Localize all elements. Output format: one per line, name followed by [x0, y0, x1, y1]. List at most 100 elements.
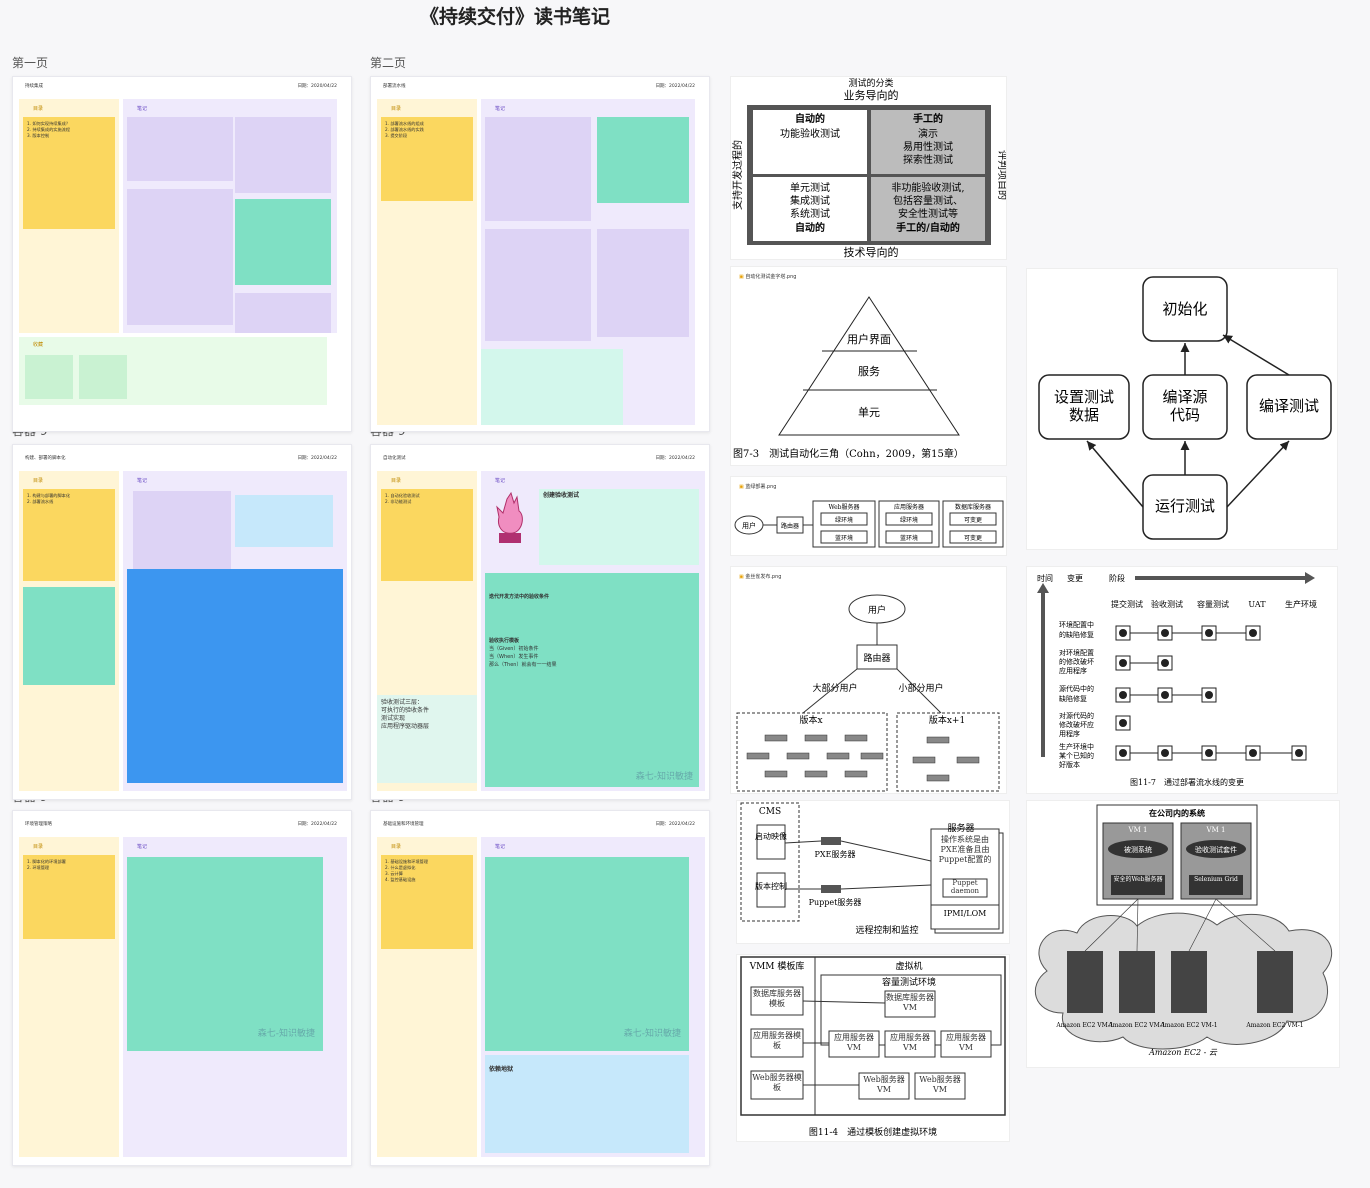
diagram-label: Amazon EC2 VM-1	[1245, 1022, 1303, 1029]
quadrant-title: 测试的分类	[848, 77, 893, 89]
note-sticky[interactable]	[235, 293, 331, 333]
note-card-3[interactable]: 构建、部署的脚本化 日期：2022/04/22 目录 1. 构建与部署的脚本化 …	[12, 444, 352, 800]
diagram-label: Amazon EC2 - 云	[1148, 1048, 1218, 1057]
note-sticky[interactable]	[235, 495, 333, 547]
diagram-label: 应用服务器模板	[753, 1031, 801, 1050]
fav-sticky[interactable]	[79, 355, 127, 399]
card-date: 日期：2020/04/22	[297, 84, 337, 89]
note-sticky[interactable]	[597, 117, 689, 203]
section-label-page2: 第二页	[370, 56, 407, 70]
note-card-1[interactable]: 持续集成 日期：2020/04/22 目录 1. 如何实现持续集成？ 2. 持续…	[12, 76, 352, 432]
card-header: 基础设施和环境管理	[383, 822, 424, 827]
directory-sticky[interactable]: 1. 如何实现持续集成？ 2. 持续集成的实施流程 3. 版本控制	[23, 117, 115, 229]
diagram-label: 在公司内的系统	[1149, 808, 1205, 818]
note-card-2[interactable]: 部署流水线 日期：2022/04/22 目录 1. 部署流水线的组成 2. 部署…	[370, 76, 710, 432]
directory-label: 目录	[391, 844, 402, 850]
pass-mark	[1161, 629, 1169, 637]
directory-column: 目录 1. 如何实现持续集成？ 2. 持续集成的实施流程 3. 版本控制	[19, 99, 119, 333]
canary-figure[interactable]: ▣ 金丝雀发布.png 用户 路由器 大部分用户 小部分用户 版本x 版本x+1	[730, 566, 1007, 794]
notes-label: 笔记	[137, 478, 148, 484]
directory-column: 目录 1. 构建与部署的脚本化 2. 部署流水线	[19, 471, 119, 791]
list-item: 1. 部署流水线的组成	[385, 121, 424, 126]
list-item: 4. 监控基础设施	[385, 877, 416, 882]
note-sticky[interactable]: 创建验收测试	[539, 489, 699, 565]
note-sticky[interactable]	[485, 117, 591, 221]
pass-mark	[1119, 659, 1127, 667]
quadrant-right-label: 评判项目的	[996, 150, 1006, 200]
note-sticky[interactable]	[23, 587, 115, 685]
note-heading: 创建验收测试	[543, 492, 580, 499]
list-item: 1. 构建与部署的脚本化	[27, 493, 71, 498]
note-sticky[interactable]	[133, 491, 231, 573]
card-header: 构建、部署的脚本化	[25, 456, 66, 461]
pass-mark	[1249, 629, 1257, 637]
notes-label: 笔记	[495, 844, 506, 850]
note-sticky[interactable]	[127, 569, 343, 783]
quadrant-text: 手工的/自动的	[896, 221, 960, 234]
note-sticky[interactable]	[127, 117, 233, 181]
card-header: 自动化测试	[383, 456, 406, 461]
card-date: 日期：2022/04/22	[297, 456, 337, 461]
note-sticky[interactable]: 迭代开发方法中的验收条件 验收执行模板 当（Given）初始条件 当（When）…	[485, 573, 699, 787]
note-heading: 依赖地狱	[489, 1066, 514, 1073]
notes-column: 笔记	[123, 99, 337, 333]
diagram-label: 绿环境	[835, 516, 853, 524]
provisioning-figure[interactable]: CMS 启动映像 版本控制 PXE服务器 Puppet服务器 服务器 操作系统是…	[736, 800, 1010, 944]
note-sticky[interactable]	[235, 117, 331, 193]
note-sticky[interactable]: 森七-知识敏捷	[127, 857, 323, 1051]
vm-library-figure[interactable]: VMM 模板库 虚拟机 容量测试环境 数据库服务器模板 应用服务器模板 Web服…	[736, 954, 1010, 1142]
diagram-label: 容量测试环境	[882, 976, 936, 988]
quadrant-text: 系统测试	[790, 207, 830, 220]
list-item: 验收测试三层：	[381, 699, 424, 706]
diagram-label: 用户	[742, 521, 756, 530]
pipeline-figure[interactable]: 时间 变更 阶段 提交测试 验收测试 容量测试 UAT 生产环境 环境配置中的缺…	[1026, 566, 1338, 794]
note-sticky[interactable]: 森七-知识敏捷	[485, 857, 689, 1051]
notes-column: 笔记 森七-知识敏捷	[123, 837, 347, 1157]
note-card-4[interactable]: 自动化测试 日期：2022/04/22 目录 1. 自动化验收测试 2. 非功能…	[370, 444, 710, 800]
note-sticky[interactable]: 依赖地狱	[485, 1055, 689, 1153]
test-layers-sticky[interactable]: 验收测试三层： 可执行的验收条件 测试实现 应用程序驱动器层	[377, 695, 477, 783]
directory-column: 目录 1. 自动化验收测试 2. 非功能测试 验收测试三层： 可执行的验收条件 …	[377, 471, 477, 791]
pyramid-level: 服务	[858, 365, 880, 378]
directory-label: 目录	[33, 106, 44, 112]
note-card-6[interactable]: 基础设施和环境管理 日期：2022/04/22 目录 1. 基础设施和环境管理 …	[370, 810, 710, 1166]
directory-label: 目录	[391, 478, 402, 484]
list-item: 2. 部署流水线	[27, 499, 54, 504]
note-sticky[interactable]	[481, 349, 623, 425]
fail-mark	[1161, 659, 1169, 667]
diagram-label: 可变更	[964, 534, 982, 542]
directory-column: 目录 1. 脚本化的环境部署 2. 环境管理	[19, 837, 119, 1157]
directory-sticky[interactable]: 1. 基础设施和环境管理 2. 什么是虚拟化 3. 云计算 4. 监控基础设施	[381, 855, 473, 949]
cloud-figure[interactable]: 在公司内的系统 VM 1 VM 1 被测系统 验收测试套件 安全的Web服务器 …	[1026, 800, 1340, 1068]
file-name: ▣ 金丝雀发布.png	[739, 574, 782, 580]
list-item: 2. 环境管理	[27, 865, 50, 870]
list-item: 应用程序驱动器层	[381, 723, 430, 730]
signature: 森七-知识敏捷	[623, 1029, 681, 1039]
row-label: 源代码中的	[1059, 684, 1094, 693]
quadrant-text: 包括容量测试、	[893, 194, 963, 207]
test-cycle-figure[interactable]: 初始化 设置测试 数据 编译源 代码 编译测试 运行测试	[1026, 268, 1338, 550]
test-quadrant-figure[interactable]: 测试的分类 业务导向的 自动的 功能验收测试 手工的 演示 易用性测试 探索性测…	[730, 76, 1009, 260]
note-sticky[interactable]	[485, 229, 591, 341]
row-label: 缺陷修复	[1059, 694, 1087, 703]
list-item: 3. 云计算	[385, 871, 403, 876]
directory-sticky[interactable]: 1. 部署流水线的组成 2. 部署流水线的实践 3. 提交阶段	[381, 117, 473, 201]
note-sticky[interactable]	[127, 189, 233, 325]
diagram-label: 变更	[1067, 573, 1083, 583]
fav-sticky[interactable]	[25, 355, 73, 399]
blue-green-figure[interactable]: ▣ 蓝绿部署.png 用户 路由器 Web服务器 应用服务器 数据库服务器 绿环…	[730, 476, 1007, 556]
note-card-5[interactable]: 环境管理策略 日期：2022/04/22 目录 1. 脚本化的环境部署 2. 环…	[12, 810, 352, 1166]
directory-sticky[interactable]: 1. 脚本化的环境部署 2. 环境管理	[23, 855, 115, 939]
diagram-label: Puppet daemon	[950, 879, 980, 895]
row-label: 对环境配置	[1059, 648, 1094, 657]
card-date: 日期：2022/04/22	[655, 84, 695, 89]
diagram-label: VM 1	[1128, 826, 1148, 834]
pyramid-figure[interactable]: ▣ 自动化测试金字塔.png 用户界面 服务 单元 图7-3 测试自动化三角（C…	[730, 266, 1007, 466]
note-sticky[interactable]	[597, 229, 689, 337]
diagram-label: 小部分用户	[898, 682, 943, 694]
file-name: ▣ 蓝绿部署.png	[739, 484, 777, 490]
directory-sticky[interactable]: 1. 构建与部署的脚本化 2. 部署流水线	[23, 489, 115, 581]
directory-sticky[interactable]: 1. 自动化验收测试 2. 非功能测试	[381, 489, 473, 581]
list-item: 测试实现	[381, 715, 406, 722]
note-sticky[interactable]	[235, 199, 331, 285]
